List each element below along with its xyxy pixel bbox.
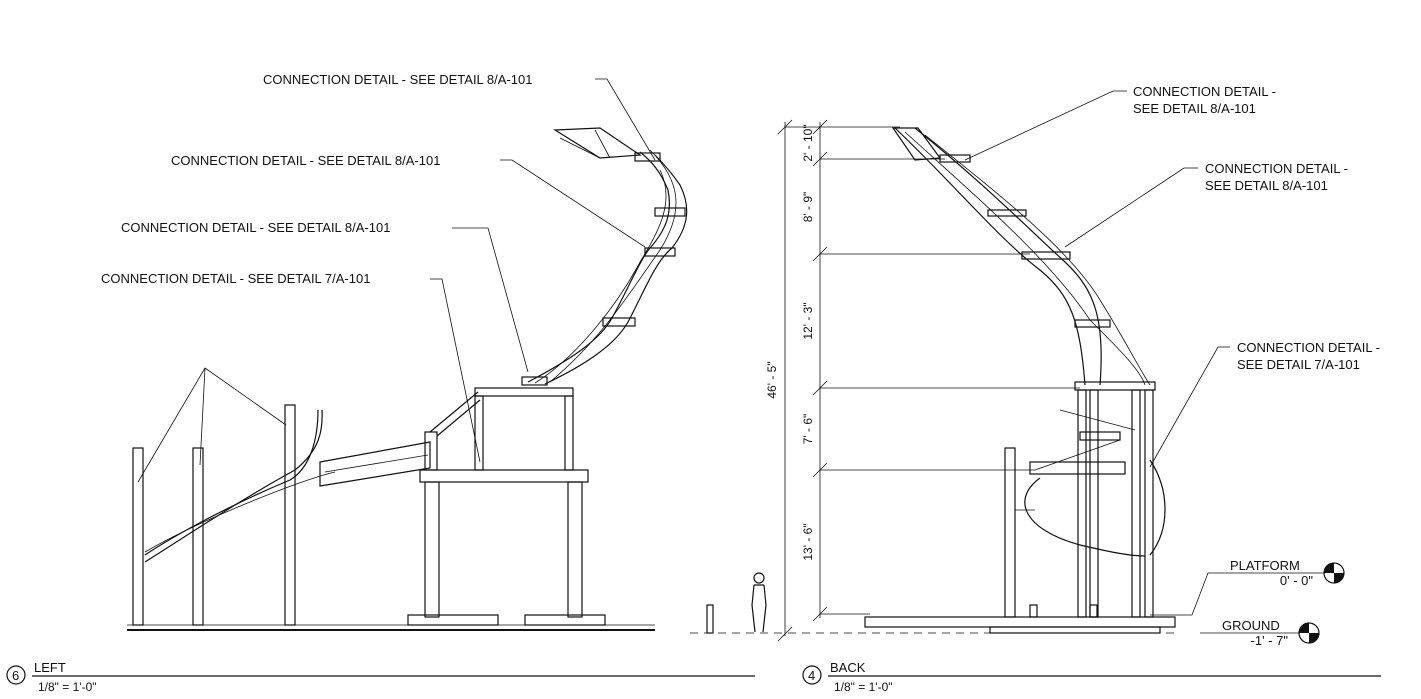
dimension-label: 13' - 6" (801, 523, 815, 560)
level-elevation: -1' - 7" (1251, 633, 1289, 648)
back-leaders (964, 90, 1230, 468)
callout-label: CONNECTION DETAIL - SEE DETAIL 8/A-101 (171, 153, 440, 168)
level-name: GROUND (1222, 618, 1280, 633)
callout-label: CONNECTION DETAIL - (1133, 84, 1276, 99)
left-leaders (137, 78, 656, 483)
overall-dimension: 46' - 5" (765, 361, 779, 398)
view-number: 6 (12, 668, 19, 683)
callout-label: CONNECTION DETAIL - SEE DETAIL 8/A-101 (121, 220, 390, 235)
view-title: BACK (830, 660, 866, 675)
view-scale: 1/8" = 1'-0" (38, 680, 97, 694)
dimension-label: 8' - 9" (801, 192, 815, 223)
spiral-structure (521, 127, 688, 386)
left-elevation: CONNECTION DETAIL - SEE DETAIL 8/A-101 C… (6, 72, 755, 694)
view-number: 4 (808, 668, 815, 683)
dimension-label: 12' - 3" (801, 302, 815, 339)
back-elevation: 46' - 5" 2' - 10" 8' - 9" 12' - 3" 7' - … (765, 84, 1381, 694)
level-elevation: 0' - 0" (1280, 573, 1313, 588)
dimension-string: 46' - 5" 2' - 10" 8' - 9" 12' - 3" 7' - … (765, 119, 1080, 642)
view-scale: 1/8" = 1'-0" (834, 680, 893, 694)
callout-label: SEE DETAIL 8/A-101 (1205, 178, 1328, 193)
view-title-back: 4 BACK 1/8" = 1'-0" (802, 660, 1381, 694)
callout-label: CONNECTION DETAIL - SEE DETAIL 8/A-101 (263, 72, 532, 87)
slide-curve (144, 409, 336, 563)
level-ground: GROUND -1' - 7" (1200, 618, 1320, 648)
back-spiral (891, 127, 1151, 386)
scale-figure (706, 572, 767, 634)
slide-chute (319, 441, 431, 487)
callout-label: SEE DETAIL 7/A-101 (1237, 357, 1360, 372)
level-target-icon (1298, 622, 1320, 644)
view-number-bubble (6, 665, 26, 685)
level-target-icon (1323, 562, 1345, 584)
view-title: LEFT (34, 660, 66, 675)
level-name: PLATFORM (1230, 558, 1300, 573)
callout-label: CONNECTION DETAIL - (1205, 161, 1348, 176)
level-platform: PLATFORM 0' - 0" (1150, 558, 1345, 616)
posts (132, 404, 296, 626)
view-number-bubble (802, 665, 822, 685)
view-title-left: 6 LEFT 1/8" = 1'-0" (6, 660, 755, 694)
callout-label: CONNECTION DETAIL - (1237, 340, 1380, 355)
dimension-label: 2' - 10" (801, 124, 815, 161)
callout-label: CONNECTION DETAIL - SEE DETAIL 7/A-101 (101, 271, 370, 286)
back-tower (1004, 381, 1166, 618)
platform-tower (407, 387, 606, 626)
dimension-label: 7' - 6" (801, 414, 815, 445)
base-slab (864, 616, 1176, 628)
callout-label: SEE DETAIL 8/A-101 (1133, 101, 1256, 116)
